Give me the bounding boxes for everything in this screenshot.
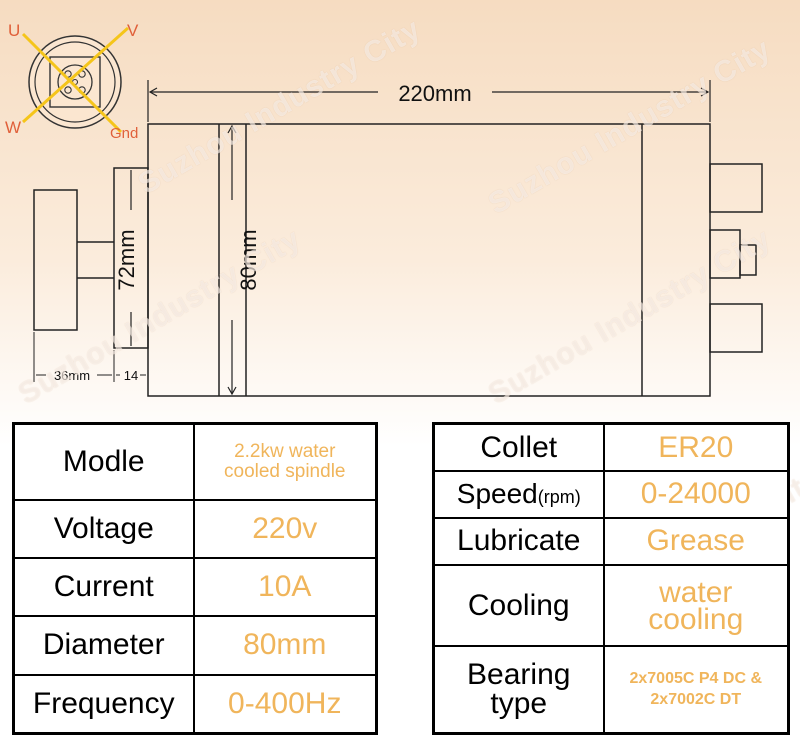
pin-gnd-label: Gnd [110, 125, 138, 142]
table-row: Speed(rpm) 0-24000 [432, 470, 790, 519]
spec-value: water cooling [602, 563, 790, 648]
spec-unit: (rpm) [537, 487, 581, 508]
spec-label: Bearing type [432, 645, 605, 735]
cross-line [21, 32, 123, 134]
spec-value-line: cooling [648, 602, 744, 636]
table-row: Lubricate Grease [432, 516, 790, 566]
spec-value: 0-400Hz [192, 673, 378, 735]
spec-label-line: type [490, 686, 548, 720]
spec-value-line: 2x7002C DT [650, 690, 742, 708]
spindle-outline [33, 123, 763, 397]
spec-label: Speed(rpm) [432, 470, 605, 519]
spec-value: 2x7005C P4 DC & 2x7002C DT [602, 645, 790, 735]
right-spec-table: Collet ER20 Speed(rpm) 0-24000 Lubricate… [432, 422, 790, 735]
spec-value-line: cooled spindle [224, 461, 346, 483]
spec-value: 10A [192, 557, 378, 618]
spec-label: Voltage [12, 499, 195, 560]
spec-label: Collet [432, 422, 605, 473]
spec-label: Lubricate [432, 516, 605, 566]
spec-value-line: 2.2kw water [234, 441, 336, 463]
bottom-dimensions [33, 332, 149, 382]
spec-label: Current [12, 557, 195, 618]
spec-label: Cooling [432, 563, 605, 648]
pin-u-label: U [8, 21, 20, 40]
spec-label: Modle [12, 422, 195, 502]
spec-label: Diameter [12, 615, 195, 676]
spec-value: Grease [602, 516, 790, 566]
body-diameter-dimension [227, 124, 237, 396]
collar-length-label: 14 [124, 368, 138, 383]
spindle-drawing: U V W Gnd 220mm 80mm [5, 21, 763, 397]
length-dimension [147, 80, 711, 122]
spec-label-text: Speed [456, 478, 538, 510]
nose-diameter-label: 72mm [114, 229, 139, 290]
table-row: Voltage 220v [12, 499, 378, 560]
connector-icon [21, 26, 130, 134]
spec-value: 220v [192, 499, 378, 560]
table-row: Bearing type 2x7005C P4 DC & 2x7002C DT [432, 645, 790, 735]
spec-value: ER20 [602, 422, 790, 473]
spec-value: 2.2kw water cooled spindle [192, 422, 378, 502]
table-row: Cooling water cooling [432, 563, 790, 648]
body-diameter-label: 80mm [236, 229, 261, 290]
spec-value: 0-24000 [602, 470, 790, 519]
table-row: Modle 2.2kw water cooled spindle [12, 422, 378, 502]
spec-value-line: 2x7005C P4 DC & [629, 669, 762, 687]
cross-line [21, 26, 130, 124]
pin-w-label: W [5, 118, 21, 137]
spec-label: Frequency [12, 673, 195, 735]
spec-value: 80mm [192, 615, 378, 676]
table-row: Collet ER20 [432, 422, 790, 473]
table-row: Current 10A [12, 557, 378, 618]
length-label: 220mm [398, 81, 471, 106]
table-row: Frequency 0-400Hz [12, 673, 378, 735]
pin-v-label: V [127, 21, 139, 40]
shaft-length-label: 36mm [54, 368, 90, 383]
spec-label-line: Bearing [467, 658, 571, 692]
spec-value-line: water [659, 575, 733, 609]
table-row: Diameter 80mm [12, 615, 378, 676]
left-spec-table: Modle 2.2kw water cooled spindle Voltage… [12, 422, 378, 735]
